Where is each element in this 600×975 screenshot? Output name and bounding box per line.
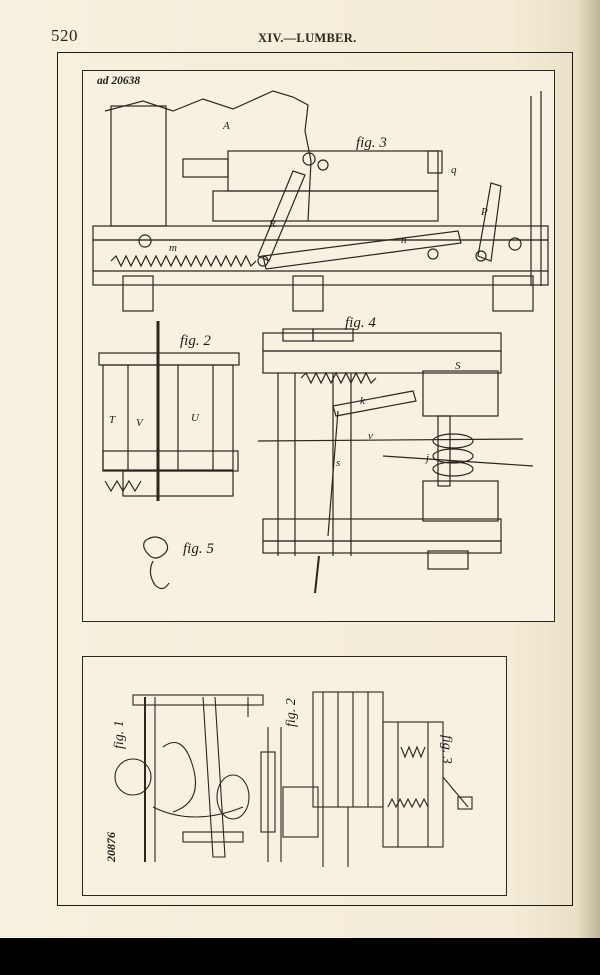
part-letter: S — [455, 360, 461, 372]
part-letter: R — [268, 218, 276, 230]
part-letter: A — [222, 120, 230, 132]
part-letter: v — [368, 430, 373, 442]
plate-frame — [57, 52, 573, 906]
figure-label: fig. 2 — [180, 333, 211, 349]
patent-drawing-bottom: fig. 1 fig. 2 fig. 3 20876 — [82, 656, 507, 896]
part-letter: P — [480, 206, 488, 218]
patent-drawing-bottom-illustration: fig. 1 fig. 2 fig. 3 20876 — [104, 691, 473, 867]
part-letter: V — [136, 417, 144, 429]
patent-drawing-top: ad 20638 — [82, 70, 555, 622]
running-head: XIV.—LUMBER. — [258, 31, 357, 45]
patent-reference-top: ad 20638 — [97, 75, 141, 87]
part-letter: n — [401, 234, 407, 246]
patent-drawing-top-illustration: fig. 3 fig. 2 fig. 4 fig. 5 A R P m n q … — [92, 90, 549, 594]
part-letter: k — [360, 395, 366, 407]
figure-label: fig. 3 — [356, 135, 387, 151]
part-letter: j — [424, 452, 429, 464]
figure-label: fig. 1 — [112, 720, 127, 749]
part-letter: m — [169, 242, 177, 254]
part-letter: U — [191, 412, 200, 424]
page-number: 520 — [51, 26, 78, 45]
book-page: 520 XIV.—LUMBER. ad 20638 — [0, 0, 600, 938]
part-letter: s — [336, 457, 340, 469]
part-letter: T — [109, 414, 116, 426]
figure-label: fig. 3 — [439, 735, 454, 764]
figure-label: fig. 5 — [183, 541, 214, 557]
part-letter: q — [451, 164, 457, 176]
patent-reference-bottom: 20876 — [104, 832, 118, 863]
figure-label: fig. 4 — [345, 315, 376, 331]
figure-label: fig. 2 — [284, 698, 299, 727]
